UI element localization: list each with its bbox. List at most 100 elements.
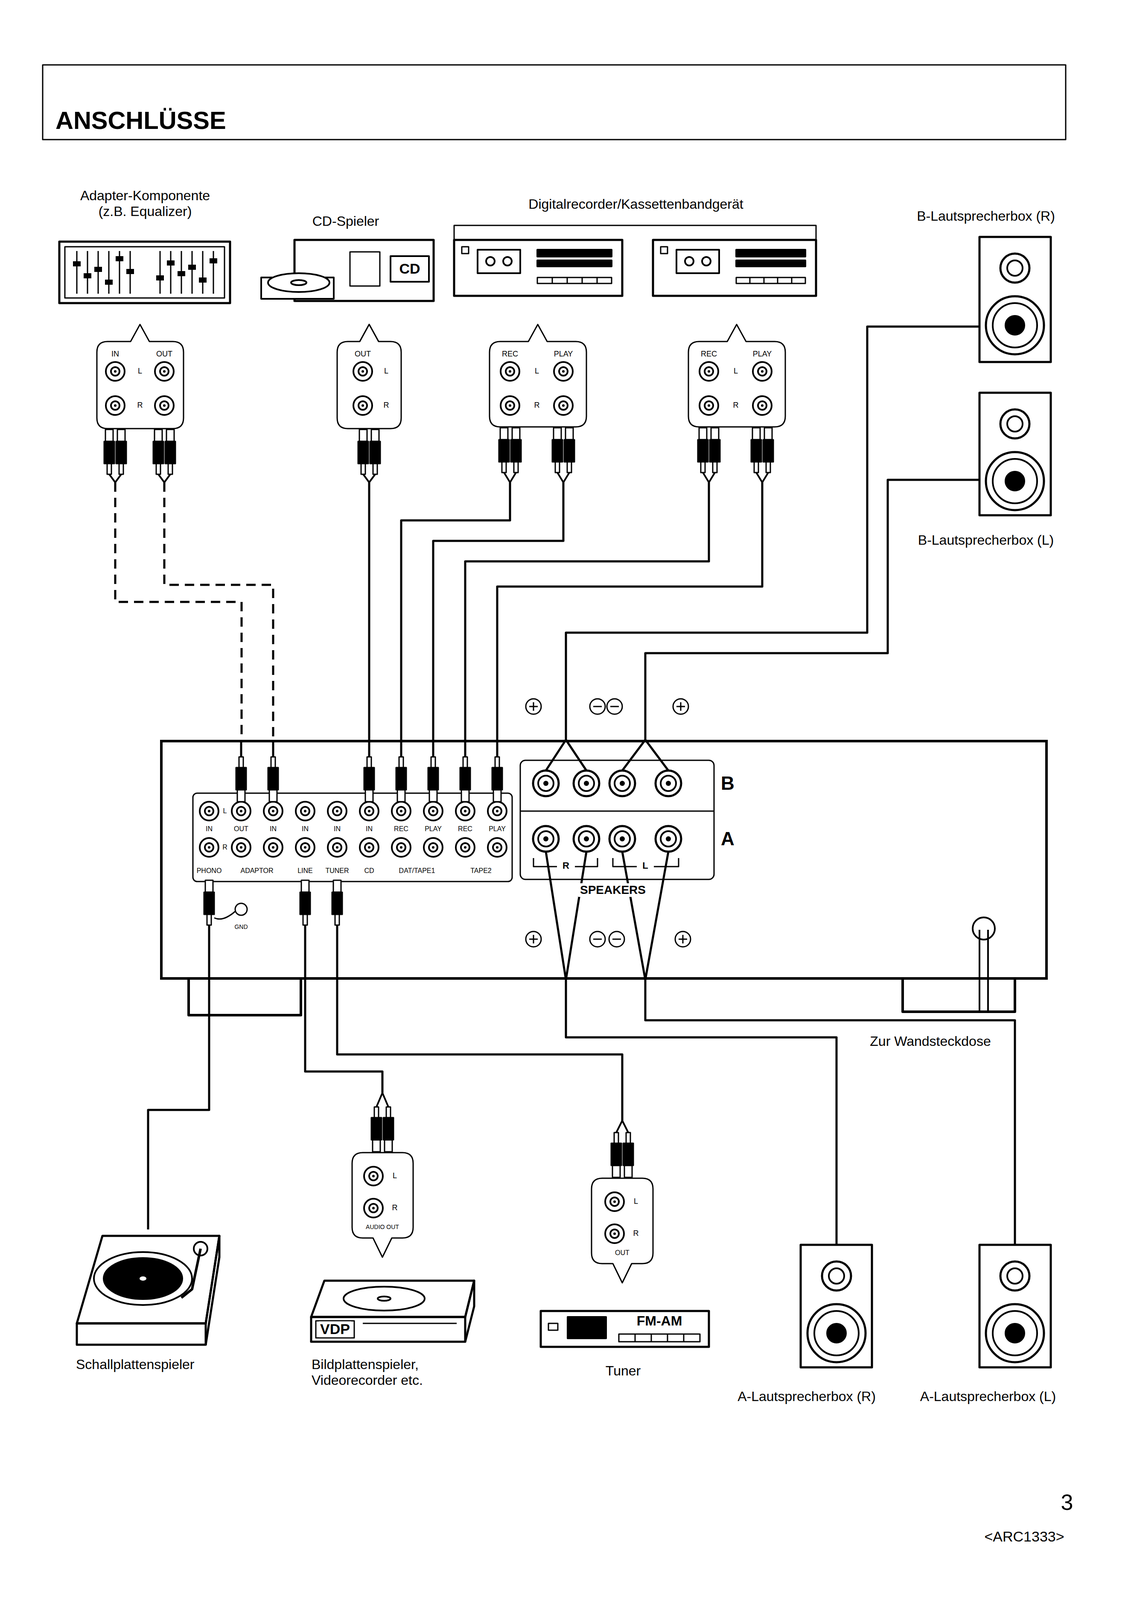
speaker-illustration [1005,471,1025,491]
cd-player-illustration [390,256,429,282]
part-label: OUT [613,1248,631,1257]
amplifier-rear-panel [241,739,498,757]
turntable-illustration [76,1323,206,1345]
part-label: R [731,401,741,410]
speaker-illustration [807,1303,866,1362]
component-box: Adapter-Komponente (z.B. Equalizer) [55,187,235,483]
part-label: R [382,401,391,410]
recorder-illustration [564,427,575,473]
cd-player-illustration [353,396,373,415]
amplifier-rear-panel [199,801,219,821]
videodisc-player-illustration [311,1280,475,1317]
recorder-illustration [500,361,520,381]
recorder-illustration [702,256,711,266]
recorder-illustration [736,260,806,267]
part-label: PLAY [751,349,774,359]
amplifier-rear-panel [295,837,315,857]
equalizer-illustration [165,429,176,475]
part-label: PLAY [552,349,575,359]
amplifier-rear-panel [231,837,251,857]
amplifier-rear-panel [359,837,379,857]
recorder-illustration [498,427,510,473]
tuner-illustration [611,1132,622,1178]
amplifier-rear-panel [295,801,315,821]
speaker-illustration [828,1268,845,1284]
amplifier-rear-panel [545,851,669,980]
amplifier-rear-panel [199,837,219,857]
part-label: L [533,367,541,376]
equalizer-illustration [115,256,124,262]
speaker-illustration [985,296,1044,355]
tuner-illustration [618,1333,700,1342]
component-label: A-Lautsprecherbox (R) [717,1388,897,1405]
amplifier-rear-panel [545,739,669,771]
part-label: L [632,1197,640,1206]
recorder-illustration [749,277,792,284]
cd-player-illustration [353,361,373,381]
amplifier-rear-panel [675,931,691,947]
recorder-illustration [503,256,512,266]
speaker-illustration [985,1303,1044,1362]
recorder-illustration [709,427,720,473]
amplifier-rear-panel [327,801,347,821]
amplifier-rear-panel [236,756,247,802]
tuner-illustration [591,1177,653,1283]
component-label: B-Lautsprecherbox (L) [900,532,1072,549]
cable [368,482,371,740]
amplifier-rear-panel [263,801,283,821]
turntable-illustration [76,1235,220,1324]
part-label: R [632,1229,641,1238]
amplifier-rear-panel [300,880,311,925]
recorder-illustration [537,277,612,284]
amplifier-housing: SPEAKERS [160,739,1048,980]
cable [497,482,763,740]
component-label: Bildplattenspieler, Videorecorder etc. [311,1356,474,1388]
amplifier-rear-panel [655,770,682,796]
recorder-illustration [500,396,520,415]
recorder-illustration [736,249,806,257]
amplifier-rear-panel [533,770,559,796]
amplifier-rear-panel [520,810,715,812]
turntable-illustration [181,1248,201,1298]
recorder-illustration [676,249,720,274]
amplifier-rear-panel [525,698,542,715]
equalizer-illustration [116,429,127,475]
amplifier-rear-panel [188,698,1015,1015]
recorder-illustration [486,256,495,266]
tuner-illustration [540,1120,709,1347]
component-label: Tuner [533,1362,713,1379]
cable [565,979,837,1240]
component-box: B-Lautsprecherbox (R) [900,204,1072,363]
videodisc-player-illustration [465,1280,475,1342]
cd-player-illustration [261,239,434,483]
amplifier-rear-panel [268,756,279,802]
speaker-illustration [1007,416,1023,432]
recorder-illustration [660,246,668,254]
videodisc-player-illustration [371,1106,382,1152]
amplifier-rear-panel [972,917,995,940]
cable [305,979,383,1093]
part-label: IN [204,824,214,833]
part-label: REC [699,349,719,359]
speaker-illustration [979,1244,1051,1368]
part-label: DAT/TAPE1 [397,866,437,875]
amplifier-rear-panel [979,929,989,1012]
speaker-illustration [1014,1239,1017,1245]
amplifier-rear-panel [460,756,471,802]
speaker-illustration [822,1261,852,1291]
speaker-illustration [1000,1261,1030,1291]
videodisc-player-illustration [362,1322,457,1324]
part-label: AUDIO OUT [364,1223,401,1231]
tuner-illustration [548,1323,558,1330]
cd-player-illustration [358,429,369,475]
speaker-illustration [1005,315,1025,335]
part-label: R [390,1203,400,1213]
recorder-illustration [763,427,774,473]
tuner-illustration [567,1316,607,1338]
recorder-illustration [552,427,563,473]
amplifier-rear-panel [192,792,513,882]
equalizer-illustration [126,268,135,275]
amplifier-rear-panel [655,825,682,852]
tuner-illustration [635,1333,684,1342]
equalizer-illustration [76,250,214,294]
